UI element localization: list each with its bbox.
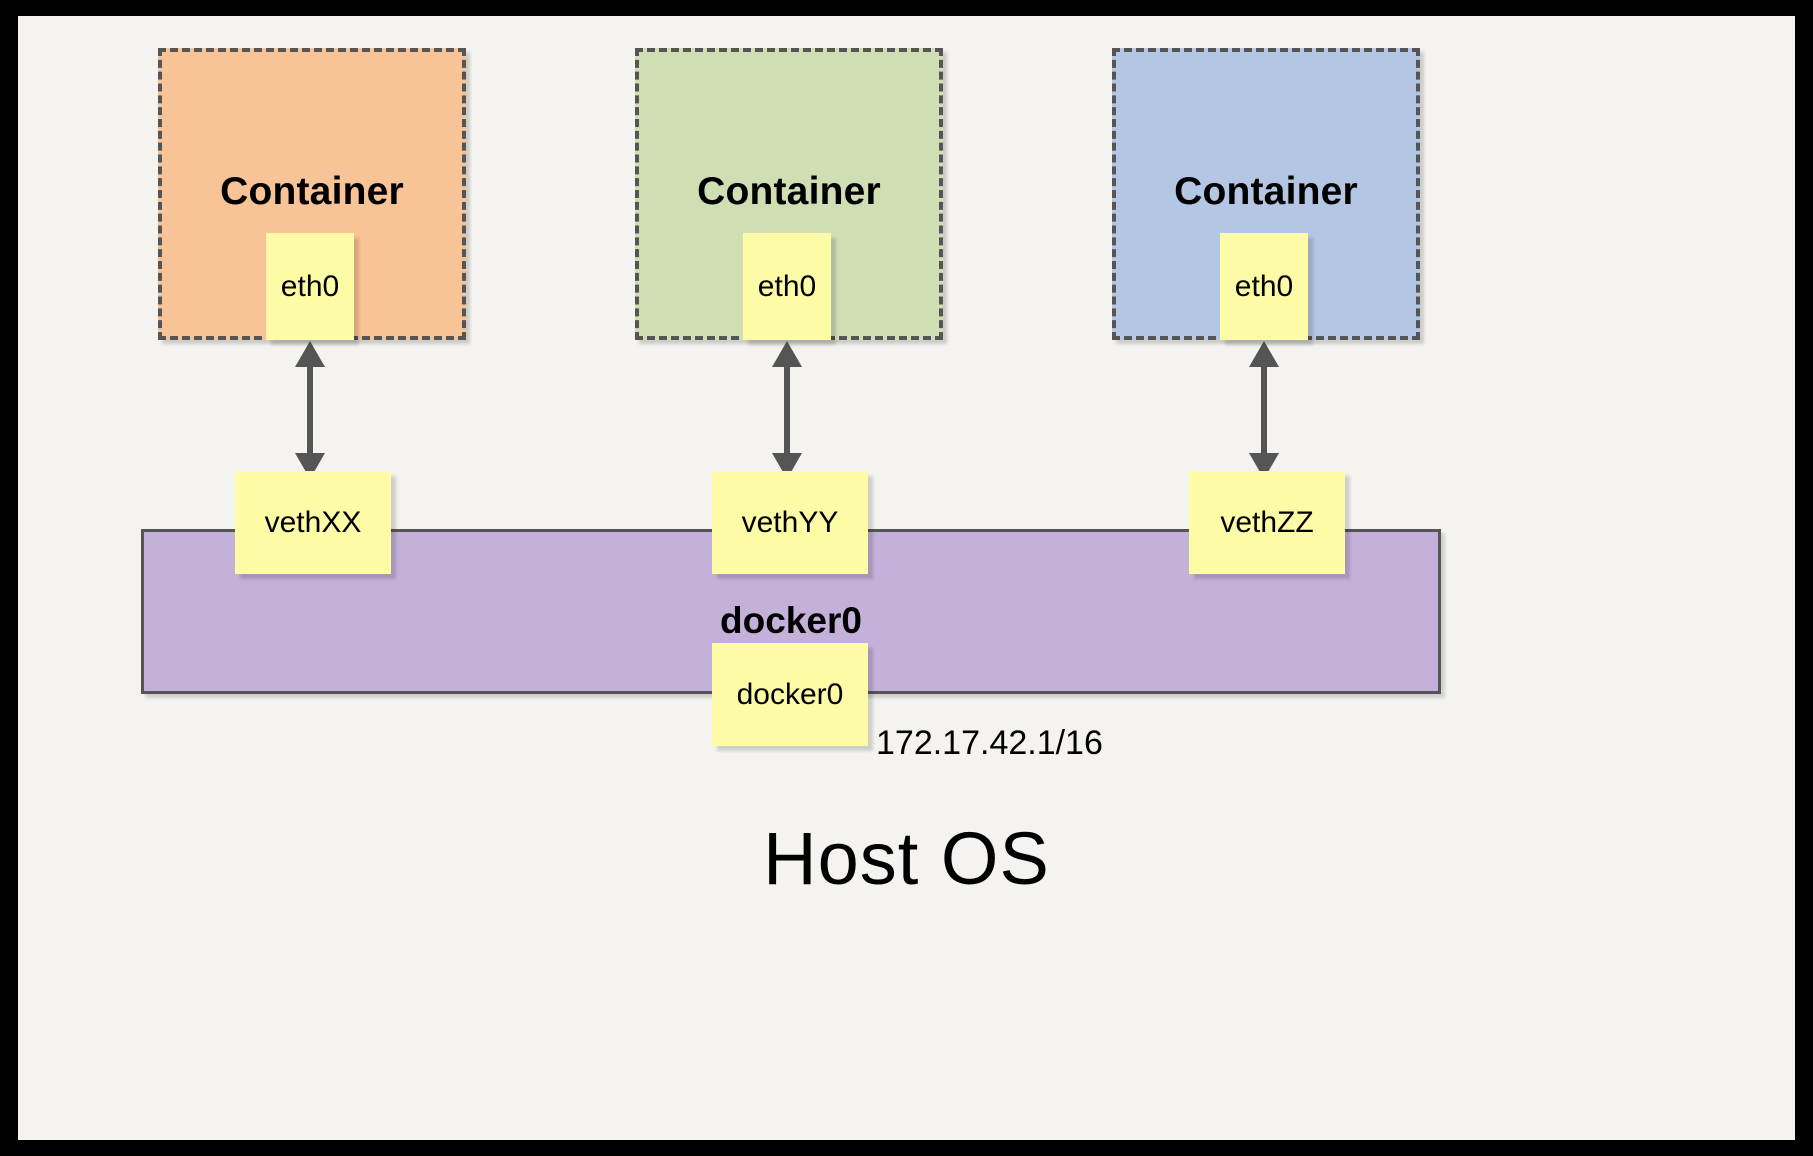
container-title-2: Container [697, 170, 881, 213]
docker0-interface-box: docker0 [712, 643, 868, 746]
arrow-shaft-2 [784, 357, 790, 463]
eth0-box-3: eth0 [1220, 233, 1308, 340]
host-os-label: Host OS [763, 817, 1050, 900]
eth0-label-1: eth0 [280, 269, 340, 303]
docker0-bridge-label: docker0 [720, 600, 862, 641]
container-title-1: Container [220, 170, 404, 213]
eth0-label-2: eth0 [757, 269, 817, 303]
container-title-3: Container [1174, 170, 1358, 213]
veth-link-arrow-1 [292, 341, 328, 479]
eth0-label-3: eth0 [1234, 269, 1294, 303]
veth-label-2: vethYY [741, 505, 839, 539]
eth0-box-1: eth0 [266, 233, 354, 340]
diagram-stage: Container eth0 Container eth0 Container … [18, 16, 1795, 1140]
veth-link-arrow-3 [1246, 341, 1282, 479]
docker0-interface-label: docker0 [736, 677, 844, 711]
veth-box-3: vethZZ [1189, 471, 1345, 574]
eth0-box-2: eth0 [743, 233, 831, 340]
arrow-shaft-3 [1261, 357, 1267, 463]
docker0-ip-label: 172.17.42.1/16 [876, 724, 1103, 762]
veth-label-3: vethZZ [1220, 505, 1314, 539]
arrow-shaft-1 [307, 357, 313, 463]
veth-box-2: vethYY [712, 471, 868, 574]
veth-box-1: vethXX [235, 471, 391, 574]
veth-label-1: vethXX [264, 505, 362, 539]
veth-link-arrow-2 [769, 341, 805, 479]
